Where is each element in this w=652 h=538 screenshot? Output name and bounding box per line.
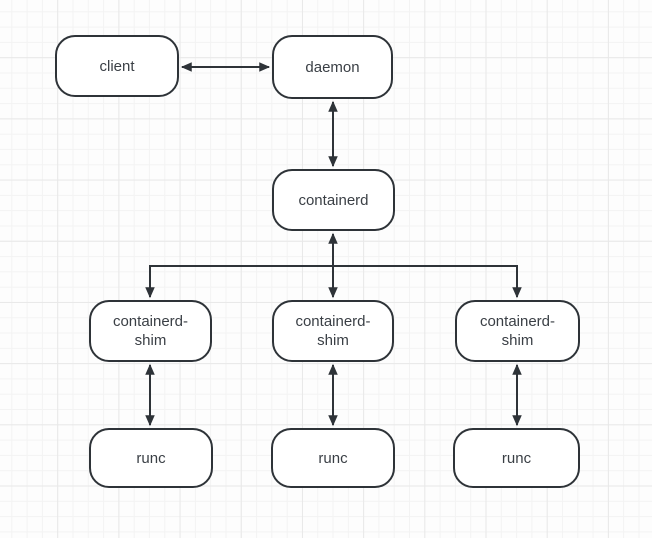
node-label: runc [501, 449, 532, 467]
edge-containerd-shims-branch[interactable] [145, 265, 522, 299]
node-label: client [99, 57, 135, 75]
node-label: containerd-shim [295, 313, 371, 349]
node-containerd-shim-middle[interactable]: containerd-shim [272, 300, 394, 362]
node-client[interactable]: client [55, 35, 179, 97]
node-label: runc [136, 449, 166, 467]
node-label: containerd [298, 191, 369, 209]
node-containerd-shim-right[interactable]: containerd-shim [455, 300, 580, 362]
node-label: daemon [305, 58, 360, 76]
node-label: containerd-shim [479, 313, 556, 349]
node-containerd[interactable]: containerd [272, 169, 395, 231]
node-runc-middle[interactable]: runc [271, 428, 395, 488]
node-label: runc [318, 449, 348, 467]
node-label: containerd-shim [112, 313, 189, 349]
node-containerd-shim-left[interactable]: containerd-shim [89, 300, 212, 362]
node-daemon[interactable]: daemon [272, 35, 393, 99]
node-runc-left[interactable]: runc [89, 428, 213, 488]
node-runc-right[interactable]: runc [453, 428, 580, 488]
